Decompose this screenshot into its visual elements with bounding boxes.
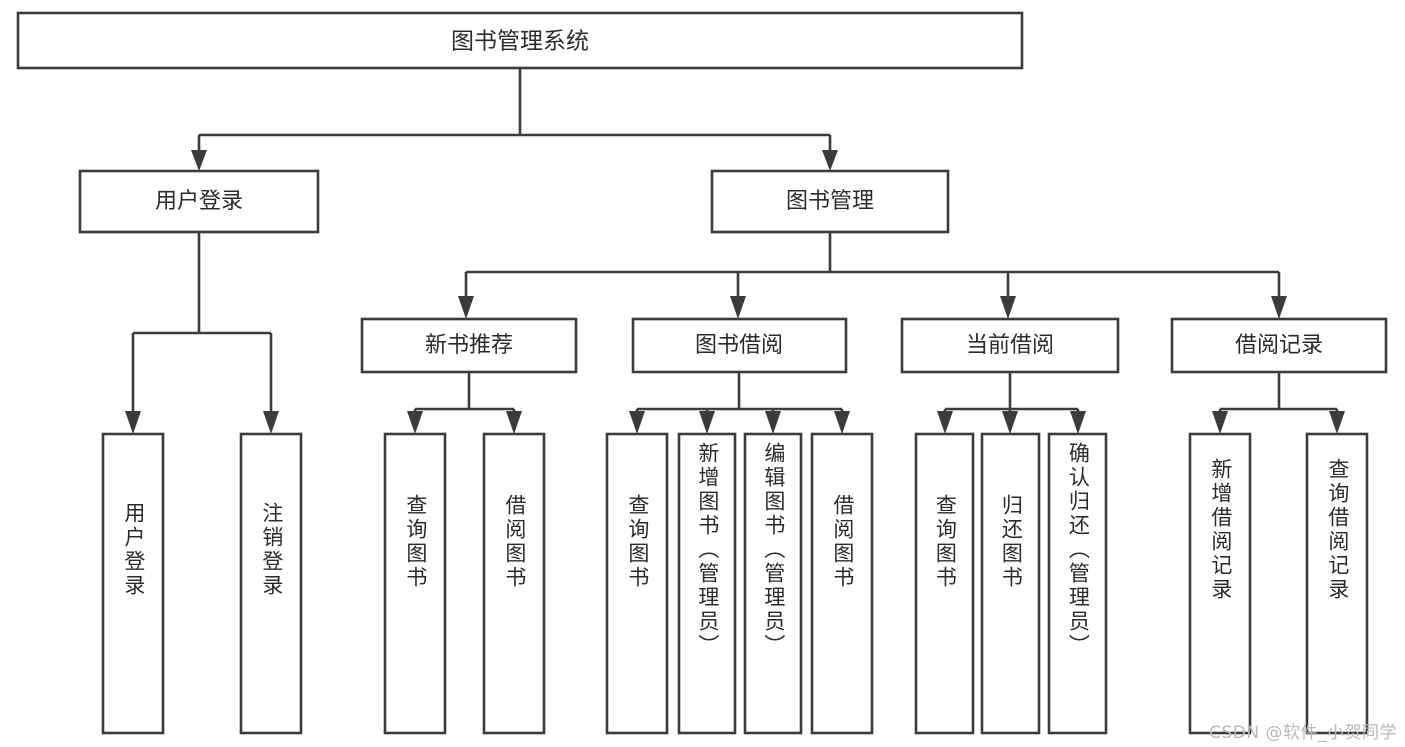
- node-layer: 图书管理系统 用户登录 图书管理 新书推荐 图书借阅 当前借阅 借阅记录: [16, 11, 1388, 735]
- node-new-book-rec-label: 新书推荐: [425, 333, 513, 358]
- arrow-leaf-query-book-3: [937, 411, 953, 434]
- node-book-borrow-box[interactable]: [631, 317, 848, 374]
- node-current-borrow-label: 当前借阅: [966, 333, 1054, 358]
- leaf-box-logout[interactable]: [239, 432, 303, 735]
- arrow-leaf-logout: [263, 411, 279, 434]
- node-root-label: 图书管理系统: [451, 29, 589, 55]
- arrow-leaf-confirm-return: [1070, 411, 1086, 434]
- leaf-box-user-login[interactable]: [101, 432, 165, 735]
- arrow-leaf-add-book: [699, 411, 715, 434]
- leaf-box-edit-book[interactable]: [743, 432, 803, 735]
- leaf-box-add-book[interactable]: [677, 432, 737, 735]
- arrow-leaf-edit-book: [765, 411, 781, 434]
- leaf-box-query-book-2[interactable]: [605, 432, 669, 735]
- arrow-leaf-query-record: [1329, 411, 1345, 434]
- arrow-leaf-query-book-2: [629, 411, 645, 434]
- arrow-to-book-borrow: [730, 296, 746, 319]
- node-book-mgmt-label: 图书管理: [786, 189, 874, 214]
- leaf-box-borrow-book-1[interactable]: [482, 432, 546, 735]
- arrow-leaf-return-book: [1002, 411, 1018, 434]
- node-borrow-record-box[interactable]: [1170, 317, 1388, 374]
- arrow-to-book-mgmt: [822, 150, 838, 171]
- leaf-box-confirm-return[interactable]: [1047, 432, 1108, 735]
- node-user-login-box[interactable]: [78, 169, 320, 234]
- arrow-leaf-add-record: [1212, 411, 1228, 434]
- node-user-login-label: 用户登录: [155, 189, 243, 214]
- node-book-mgmt-box[interactable]: [710, 169, 950, 234]
- arrow-leaf-user-login: [125, 411, 141, 434]
- arrow-to-current-borrow: [1000, 296, 1016, 319]
- arrow-leaf-query-book-1: [407, 411, 423, 434]
- leaf-box-query-record[interactable]: [1305, 432, 1369, 735]
- node-new-book-rec-box[interactable]: [360, 317, 578, 374]
- leaf-box-add-record[interactable]: [1188, 432, 1252, 735]
- node-book-borrow-label: 图书借阅: [695, 333, 783, 358]
- leaf-box-query-book-1[interactable]: [383, 432, 447, 735]
- node-current-borrow-box[interactable]: [900, 317, 1120, 374]
- node-borrow-record-label: 借阅记录: [1235, 333, 1323, 358]
- csdn-watermark: CSDN @软件_小贺同学: [1209, 723, 1397, 743]
- arrow-leaf-borrow-book-2: [834, 411, 850, 434]
- connector-layer: [125, 68, 1345, 434]
- leaf-box-query-book-3[interactable]: [914, 432, 975, 735]
- node-root-box[interactable]: [16, 11, 1024, 70]
- leaf-box-borrow-book-2[interactable]: [810, 432, 874, 735]
- arrow-leaf-borrow-book-1: [506, 411, 522, 434]
- arrow-to-user-login: [191, 150, 207, 171]
- leaf-box-return-book[interactable]: [980, 432, 1041, 735]
- arrow-to-borrow-record: [1271, 296, 1287, 319]
- arrow-to-new-book-rec: [458, 296, 474, 319]
